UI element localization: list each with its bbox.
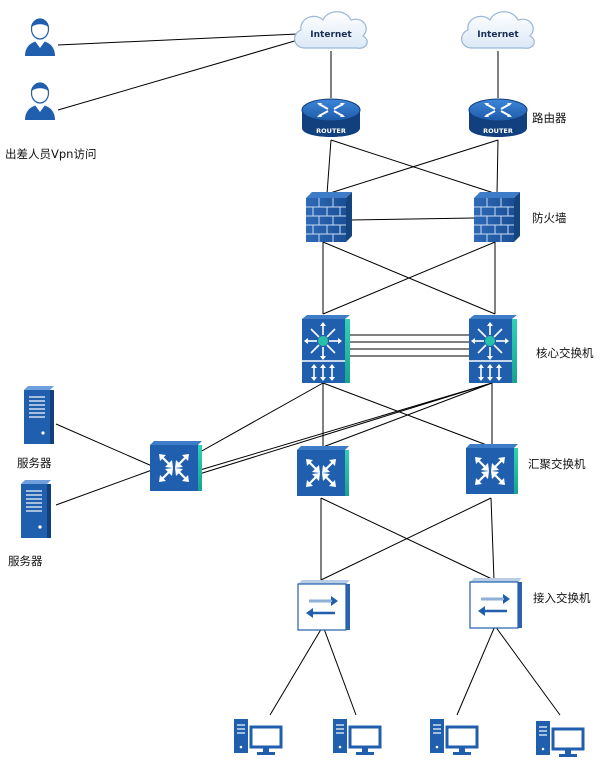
router-2-text: ROUTER [483,127,513,135]
pc-3-icon [428,717,479,757]
pc-1-icon [232,717,283,757]
firewall-1-icon [305,191,353,243]
vpn-users-label: 出差人员Vpn访问 [5,147,97,161]
server-1-icon [23,385,55,445]
firewall-label: 防火墙 [532,211,567,225]
server-switch-icon [148,439,204,493]
router-2-icon: ROUTER [468,98,528,138]
access-switch-1-icon [296,578,352,632]
core-switch-2-icon [468,314,518,384]
cloud-1-label: Internet [310,30,352,40]
router-1-text: ROUTER [316,127,346,135]
cloud-2-label: Internet [477,30,519,40]
server-2-icon [20,479,52,539]
firewall-2-icon [473,191,521,243]
internet-cloud-2-icon: Internet [461,11,535,49]
router-label: 路由器 [532,111,567,125]
internet-cloud-1-icon: Internet [294,11,368,49]
agg-switch-1-icon [295,444,351,498]
pc-2-icon [331,717,382,757]
access-switch-label: 接入交换机 [533,591,591,605]
server-1-label: 服务器 [17,456,52,470]
vpn-user-1-icon [24,18,56,57]
core-switch-label: 核心交换机 [536,346,594,360]
agg-switch-label: 汇聚交换机 [528,457,586,471]
server-2-label: 服务器 [8,554,43,568]
vpn-user-2-icon [24,82,56,121]
pc-4-icon [534,719,585,759]
access-switch-2-icon [468,576,524,630]
router-1-icon: ROUTER [301,98,361,138]
core-switch-1-icon [301,314,351,384]
agg-switch-2-icon [464,442,520,496]
